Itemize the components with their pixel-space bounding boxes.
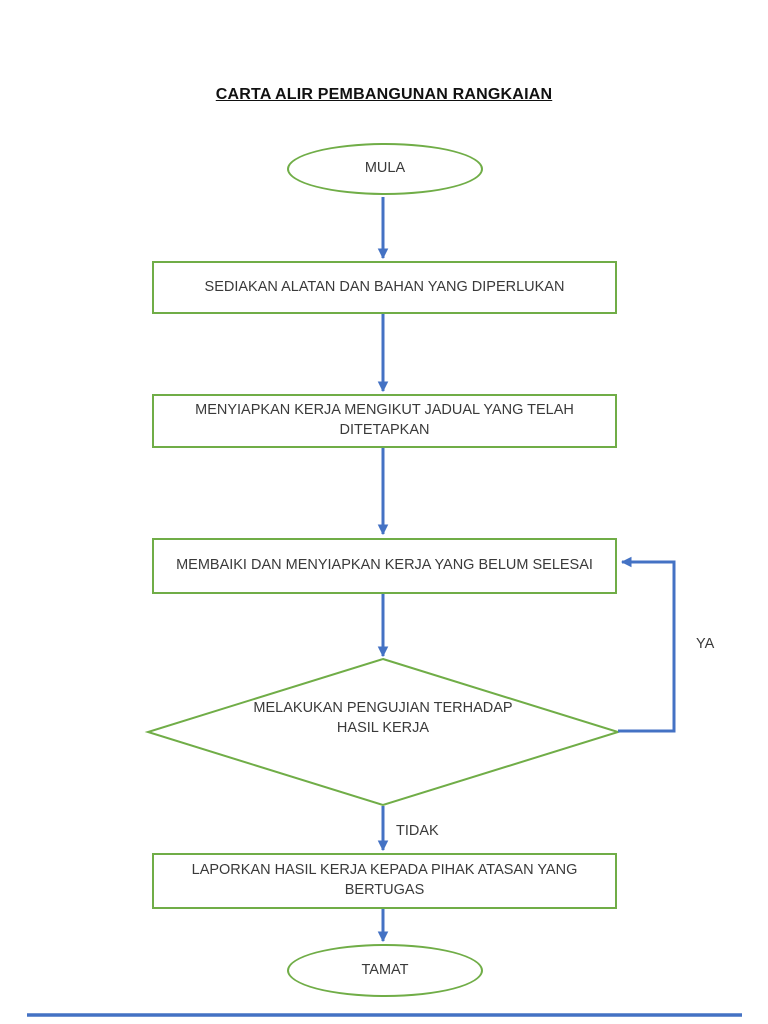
process-step2: MENYIAPKAN KERJA MENGIKUT JADUAL YANG TE… bbox=[152, 394, 617, 448]
step2-label: MENYIAPKAN KERJA MENGIKUT JADUAL YANG TE… bbox=[195, 402, 574, 438]
edge-label-tidak: TIDAK bbox=[396, 823, 439, 839]
process-step1: SEDIAKAN ALATAN DAN BAHAN YANG DIPERLUKA… bbox=[152, 261, 617, 314]
decision-node: MELAKUKAN PENGUJIAN TERHADAP HASIL KERJA bbox=[233, 685, 533, 753]
edge-label-ya: YA bbox=[696, 636, 715, 652]
end-label: TAMAT bbox=[361, 961, 409, 978]
page-title: CARTA ALIR PEMBANGUNAN RANGKAIAN bbox=[215, 86, 553, 103]
process-step3: MEMBAIKI DAN MENYIAPKAN KERJA YANG BELUM… bbox=[152, 538, 617, 594]
decision-label: MELAKUKAN PENGUJIAN TERHADAP HASIL KERJA bbox=[253, 700, 513, 736]
start-label: MULA bbox=[364, 160, 406, 177]
arrow-decision-step3-feedback bbox=[618, 556, 676, 733]
process-step4: LAPORKAN HASIL KERJA KEPADA PIHAK ATASAN… bbox=[152, 853, 617, 909]
start-terminator: MULA bbox=[287, 143, 483, 195]
step1-label: SEDIAKAN ALATAN DAN BAHAN YANG DIPERLUKA… bbox=[204, 278, 565, 295]
step4-label: LAPORKAN HASIL KERJA KEPADA PIHAK ATASAN… bbox=[191, 862, 578, 898]
step3-label: MEMBAIKI DAN MENYIAPKAN KERJA YANG BELUM… bbox=[176, 557, 593, 574]
end-terminator: TAMAT bbox=[287, 944, 483, 997]
